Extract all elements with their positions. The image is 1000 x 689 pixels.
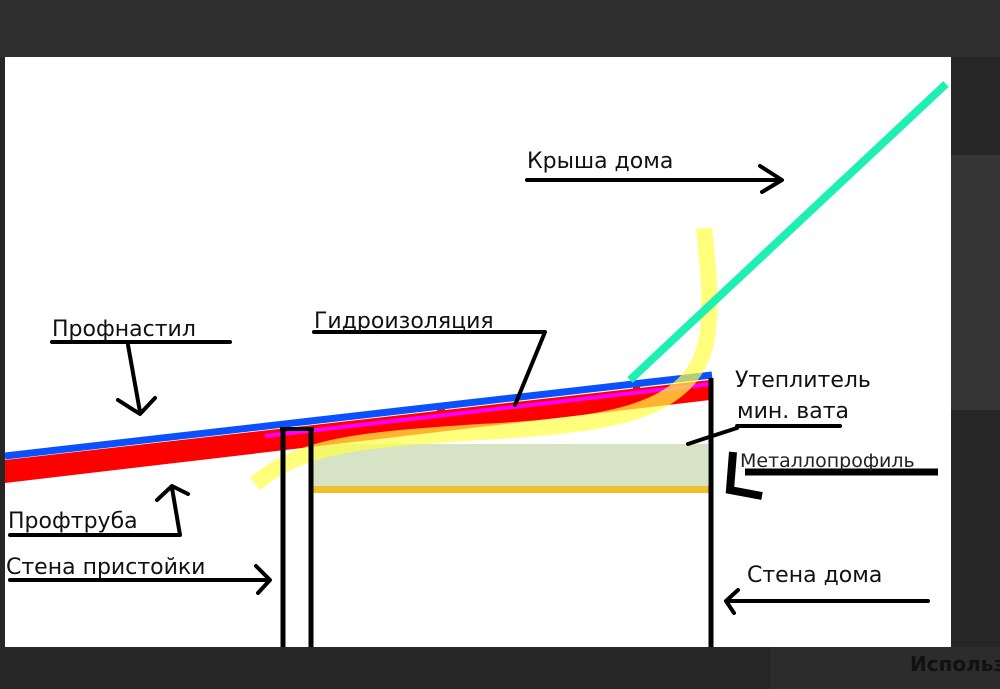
dimmed-page-content [770, 647, 1000, 689]
label-metal-profile: Металлопрофиль [740, 450, 915, 472]
waterproofing-arrow [312, 330, 547, 407]
house-roof-line [627, 81, 949, 383]
roof-arrow [525, 164, 784, 194]
metal-profile-arrowhead [725, 451, 763, 500]
insulation-fill [312, 444, 708, 486]
label-waterproofing: Гидроизоляция [314, 309, 494, 334]
waterproofing-layer [264, 382, 711, 438]
pipe-mark [633, 384, 640, 392]
page-header-dimmed [0, 0, 1000, 57]
label-profile-pipe: Профтруба [8, 509, 138, 534]
metal-profile-bar [312, 486, 710, 493]
pipe-mark [437, 405, 445, 415]
insulation-highlight [249, 227, 718, 491]
diagram-canvas [5, 57, 951, 647]
label-insulation-1: Утеплитель [735, 368, 871, 393]
label-roof: Крыша дома [527, 149, 673, 174]
dimmed-heading: Использ [910, 652, 1000, 676]
label-insulation-2: мин. вата [737, 399, 849, 424]
insulation-arrow [686, 424, 842, 446]
profnastil-sheet [4, 371, 713, 460]
label-house-wall: Стена дома [747, 563, 882, 588]
dimmed-thumbnail-card [944, 155, 1000, 410]
annex-wall-arrow [8, 564, 272, 595]
label-annex-wall: Стена пристойки [6, 555, 205, 580]
label-profnastil: Профнастил [52, 317, 196, 342]
house-wall-arrow [724, 588, 930, 615]
profile-pipe-arrow [8, 484, 190, 537]
profnastil-arrow [50, 340, 232, 416]
